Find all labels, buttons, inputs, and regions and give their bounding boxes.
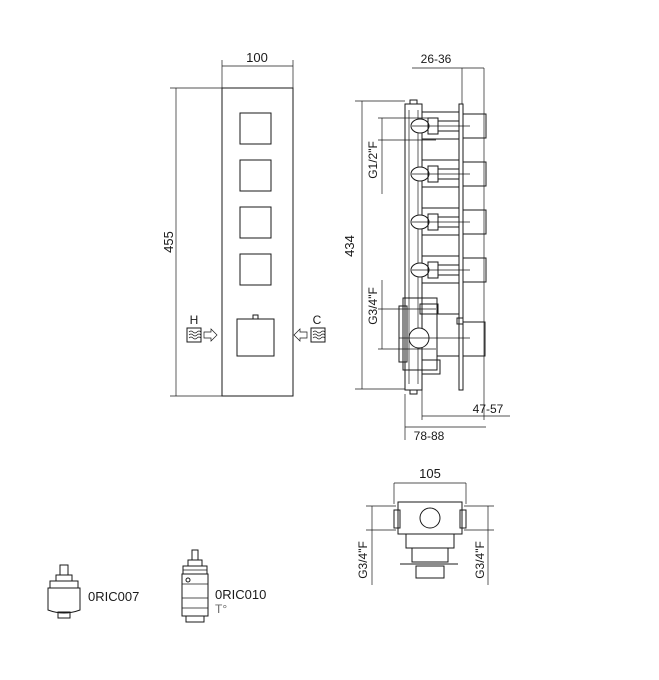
bottom-right-thread-label: G3/4"F — [473, 541, 487, 579]
lower-thread-label: G3/4"F — [366, 287, 380, 325]
hot-inlet-arrow-icon — [203, 328, 218, 342]
side-top-depth-label: 26-36 — [421, 52, 452, 66]
cartridge-2-code: 0RIC010 — [215, 587, 266, 602]
cartridge-2-note: T° — [215, 602, 227, 616]
cover-plate-section — [458, 103, 464, 391]
bottom-left-thread-label: G3/4"F — [356, 541, 370, 579]
cartridge-body-small — [47, 587, 81, 614]
side-height-label: 434 — [342, 235, 357, 257]
cover-plate — [221, 87, 294, 397]
cartridge-1-code: 0RIC007 — [88, 589, 139, 604]
diverter-module-3 — [410, 207, 487, 236]
front-width-label: 100 — [246, 50, 268, 65]
side-view: 26-36 434 G1/2"F G3/4"F — [342, 52, 510, 443]
thermostatic-block — [398, 297, 486, 375]
front-height-label: 455 — [161, 231, 176, 253]
control-button-1 — [239, 112, 272, 145]
knob-marker — [252, 314, 259, 320]
cartridge-0ric007 — [47, 564, 81, 619]
bottom-view: 105 G3/4"F G3/4"F — [356, 466, 494, 585]
thermostat-knob — [236, 318, 275, 357]
diverter-module-2 — [410, 159, 487, 188]
cold-inlet-arrow-icon — [293, 328, 308, 342]
upper-thread-label: G1/2"F — [366, 141, 380, 179]
front-view: 100 455 H C — [161, 50, 326, 397]
bottom-outlet-port — [419, 507, 441, 529]
cartridge-0ric010 — [181, 549, 209, 623]
bottom-width-label: 105 — [419, 466, 441, 481]
hot-label: H — [190, 313, 199, 327]
diverter-module-1 — [410, 111, 487, 140]
side-bottom-depth-label: 78-88 — [414, 429, 445, 443]
control-button-3 — [239, 206, 272, 239]
diverter-module-4 — [410, 255, 487, 284]
side-mid-depth-label: 47-57 — [473, 402, 504, 416]
control-button-4 — [239, 253, 272, 286]
control-button-2 — [239, 159, 272, 192]
cold-label: C — [313, 313, 322, 327]
